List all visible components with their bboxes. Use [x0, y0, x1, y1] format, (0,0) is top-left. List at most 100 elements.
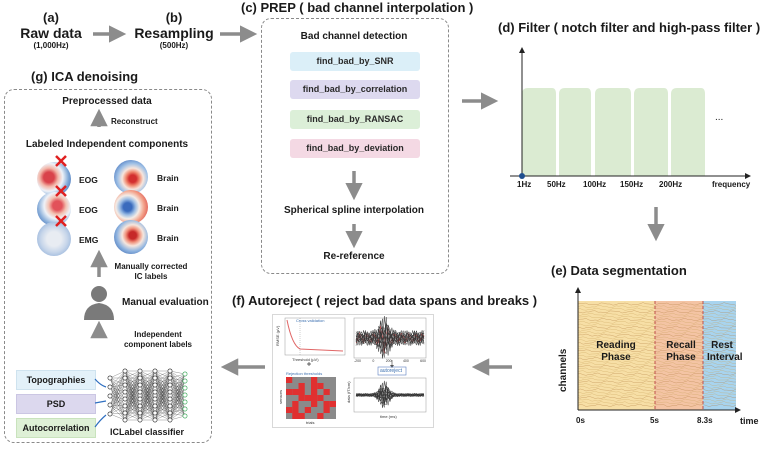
- autoreject-title: (f) Autoreject ( reject bad data spans a…: [232, 293, 538, 308]
- nn-node: [107, 402, 113, 408]
- eeg-trace: [577, 375, 737, 379]
- nn-node: [182, 406, 188, 412]
- nn-edge: [124, 370, 141, 421]
- nn-edge: [169, 373, 186, 400]
- ic-label-brain-2: Brain: [157, 203, 179, 213]
- topo-brain-1: [114, 160, 148, 194]
- epoch-trace: [355, 331, 425, 347]
- nn-node: [152, 382, 158, 388]
- nn-edge: [169, 415, 186, 421]
- nn-edge: [109, 384, 126, 406]
- band-3: [595, 88, 631, 176]
- filter-xlabel: frequency: [712, 180, 751, 189]
- nn-edge: [109, 370, 126, 397]
- pill-snr: find_bad_by_SNR: [290, 52, 420, 71]
- nn-node: [152, 410, 158, 416]
- nn-node: [182, 413, 188, 419]
- heatmap-cell: [292, 389, 299, 395]
- independent-labels: Independent component labels: [123, 330, 192, 349]
- pill-deviation: find_bad_by_deviation: [290, 139, 420, 158]
- topo-eog-1: [37, 162, 71, 196]
- step-a-tag: (a): [43, 10, 59, 25]
- ica-panel: [4, 89, 212, 443]
- nn-edge: [124, 391, 141, 421]
- x-mark-2: [55, 185, 67, 197]
- nn-node: [122, 389, 128, 395]
- nn-edge: [139, 370, 156, 414]
- nn-edge: [109, 370, 126, 406]
- nn-edge: [109, 386, 126, 393]
- nn-edge: [109, 405, 126, 415]
- nn-node: [137, 396, 143, 402]
- nn-edge: [169, 380, 186, 421]
- heatmap-cell: [323, 389, 330, 395]
- nn-node: [152, 403, 158, 409]
- band-2: [559, 88, 591, 176]
- topo-brain-3: [114, 220, 148, 254]
- nn-node: [122, 375, 128, 381]
- eeg-trace: [577, 325, 737, 329]
- eeg-trace: [577, 398, 737, 402]
- epoch-trace: [355, 382, 425, 406]
- nn-node: [152, 375, 158, 381]
- nn-edge: [109, 377, 126, 388]
- nn-node: [182, 399, 188, 405]
- label-recall-phase: Recall Phase: [666, 340, 696, 363]
- eeg-trace: [577, 380, 736, 384]
- heatmap-cell: [311, 377, 318, 383]
- nn-edge: [154, 405, 171, 421]
- band-4: [634, 88, 668, 176]
- ic-label-brain-3: Brain: [157, 233, 179, 243]
- nn-edge: [109, 386, 126, 421]
- bad-channel-detection-title: Bad channel detection: [300, 31, 408, 42]
- nn-edge: [139, 412, 156, 421]
- eeg-trace: [577, 367, 737, 371]
- nn-node: [167, 389, 173, 395]
- epoch-trace: [355, 320, 425, 358]
- nn-edge: [109, 377, 126, 397]
- filter-title: (d) Filter ( notch filter and high-pass …: [498, 20, 760, 35]
- nn-edge: [139, 405, 156, 421]
- nn-edge: [109, 386, 126, 414]
- nn-edge: [169, 387, 186, 421]
- nn-edge: [154, 370, 171, 421]
- label-rest-interval: Rest Interval: [707, 340, 743, 363]
- nn-edge: [109, 395, 126, 407]
- nn-edge: [154, 370, 171, 407]
- nn-edge: [124, 377, 141, 421]
- nn-node: [137, 417, 143, 423]
- nn-edge: [154, 370, 171, 386]
- nn-edge: [109, 377, 126, 415]
- nn-edge: [109, 391, 126, 406]
- re-reference: Re-reference: [323, 251, 385, 262]
- nn-edge: [154, 370, 171, 379]
- eeg-trace: [577, 310, 737, 314]
- nn-edge: [139, 370, 156, 379]
- nn-edge: [109, 384, 126, 415]
- nn-edge: [109, 395, 126, 421]
- nn-edge: [169, 408, 186, 421]
- nn-node: [182, 385, 188, 391]
- band-1: [522, 88, 556, 176]
- nn-node: [167, 417, 173, 423]
- nn-edge: [139, 398, 156, 421]
- eeg-trace: [577, 336, 737, 340]
- step-b-title: Resampling: [134, 25, 214, 41]
- eeg-trace: [577, 312, 737, 317]
- step-resampling: (b) Resampling (500Hz): [127, 10, 221, 50]
- labeled-ic-title: Labeled Independent components: [25, 139, 189, 150]
- nn-edge: [124, 370, 141, 407]
- eeg-trace: [577, 390, 736, 394]
- nn-node: [182, 378, 188, 384]
- eeg-trace: [577, 349, 737, 353]
- nn-node: [137, 403, 143, 409]
- filter-ellipsis: ...: [715, 112, 724, 123]
- nn-node: [107, 411, 113, 417]
- feature-topographies: Topographies: [16, 370, 96, 390]
- nn-edge: [169, 373, 186, 414]
- tick-1hz: 1Hz: [517, 180, 532, 189]
- step-b-sub: (500Hz): [159, 41, 189, 50]
